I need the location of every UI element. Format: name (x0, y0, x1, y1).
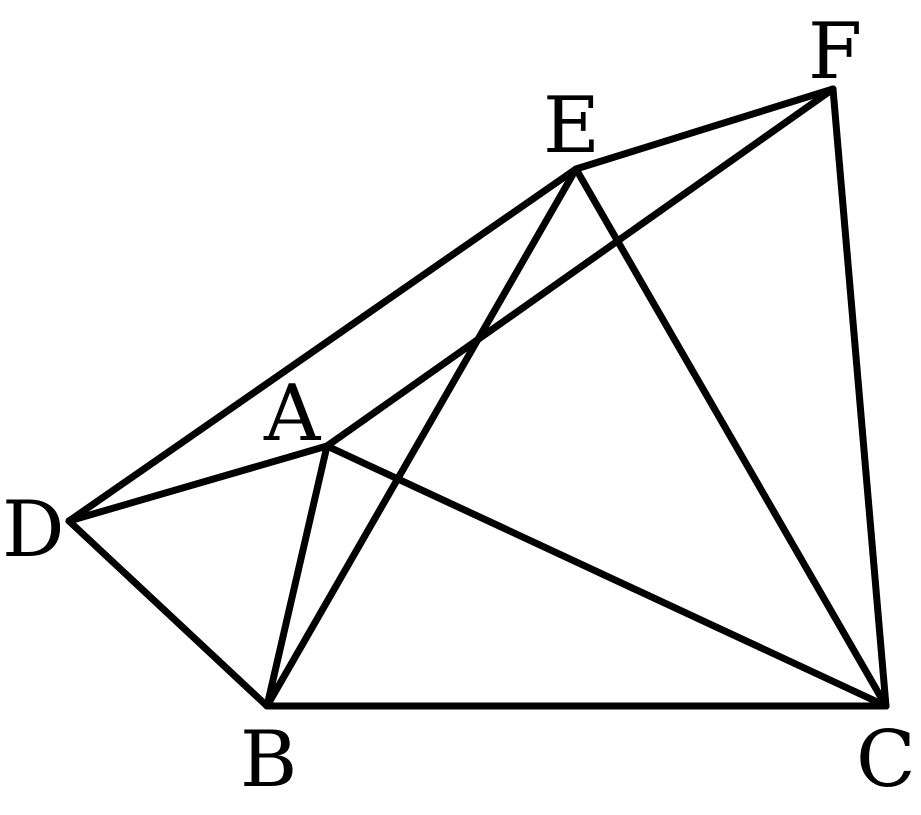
label-point-c: C (856, 715, 916, 805)
segment-db (65, 517, 271, 710)
label-point-f: F (808, 7, 862, 97)
label-point-a: A (263, 369, 322, 459)
segment-eb (263, 165, 580, 710)
segment-fc (829, 85, 890, 710)
label-point-b: B (240, 715, 297, 805)
segment-de (65, 165, 580, 525)
label-point-d: D (2, 485, 65, 575)
segment-da (65, 442, 331, 525)
segments-group (65, 85, 890, 710)
label-point-e: E (543, 81, 600, 171)
segment-ab (263, 442, 331, 710)
labels-group: A B C D E F (2, 7, 916, 805)
segment-af (323, 85, 837, 450)
segment-ec (572, 165, 890, 710)
segment-ac (323, 442, 890, 710)
segment-ef (572, 85, 837, 173)
